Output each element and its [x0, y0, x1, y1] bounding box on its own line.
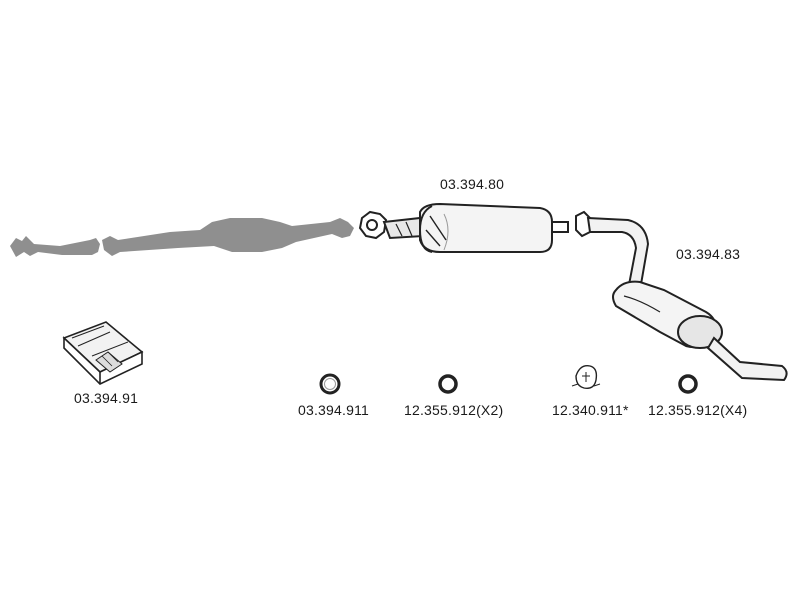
- rear-muffler-drawing[interactable]: [575, 210, 788, 382]
- mounting-kit-code: 03.394.91: [74, 390, 139, 406]
- clamp-code: 12.340.911*: [552, 402, 629, 418]
- ring-1-code: 03.394.911: [298, 402, 370, 418]
- clamp-icon[interactable]: [571, 365, 601, 390]
- ring-icon-3[interactable]: [678, 374, 698, 394]
- front-pipe-catalyst-grey: [10, 218, 354, 257]
- ring-3-code: 12.355.912(X4): [648, 402, 748, 418]
- rear-muffler-code: 03.394.83: [676, 246, 741, 262]
- ring-icon-2[interactable]: [438, 374, 458, 394]
- mounting-kit-box[interactable]: [62, 321, 144, 385]
- front-muffler-code: 03.394.80: [440, 176, 505, 192]
- ring-2-code: 12.355.912(X2): [404, 402, 504, 418]
- ring-icon-1[interactable]: [319, 373, 341, 395]
- front-muffler-drawing[interactable]: [358, 202, 569, 253]
